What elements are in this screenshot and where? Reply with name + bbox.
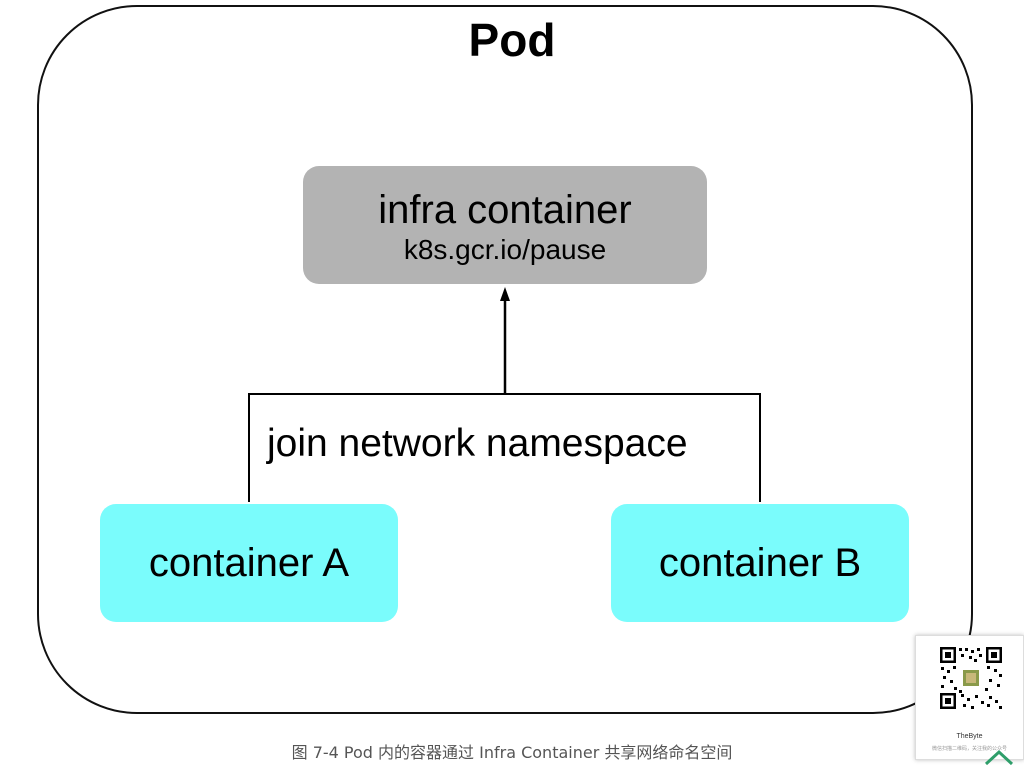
arrow-head bbox=[500, 287, 510, 301]
infra-container-image: k8s.gcr.io/pause bbox=[403, 234, 607, 265]
infra-container-title: infra container bbox=[378, 188, 632, 232]
container-a-label: container A bbox=[148, 540, 350, 585]
chevron-up-icon[interactable] bbox=[984, 748, 1014, 766]
qr-code-card[interactable]: TheByte 微信扫描二维码，关注我的公众号 bbox=[915, 635, 1024, 760]
pod-title: Pod bbox=[468, 14, 556, 66]
infra-container-box: infra container k8s.gcr.io/pause bbox=[303, 166, 707, 284]
qr-card-hint: 微信扫描二维码，关注我的公众号 bbox=[931, 746, 1007, 752]
qr-code-icon bbox=[939, 646, 1003, 710]
qr-card-name: TheByte bbox=[956, 733, 983, 740]
pod-boundary bbox=[37, 5, 973, 714]
container-a-box: container A bbox=[100, 504, 398, 622]
figure-caption: 图 7-4 Pod 内的容器通过 Infra Container 共享网络命名空… bbox=[291, 743, 733, 762]
container-b-box: container B bbox=[611, 504, 909, 622]
container-b-label: container B bbox=[658, 540, 862, 585]
join-network-namespace-label: join network namespace bbox=[267, 422, 688, 465]
